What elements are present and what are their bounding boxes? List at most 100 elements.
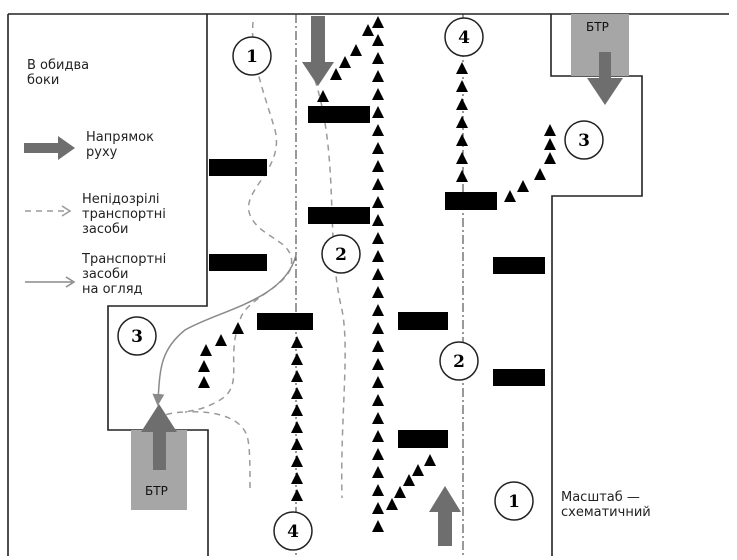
cone-triangle bbox=[456, 134, 468, 146]
barrier bbox=[209, 254, 267, 271]
direction-arrow-down bbox=[302, 16, 334, 86]
cone-triangle bbox=[456, 98, 468, 110]
legend-direction-label: Напрямок руху bbox=[86, 130, 154, 160]
marker-1-bottom: 1 bbox=[508, 492, 520, 512]
cone-triangle bbox=[291, 421, 303, 433]
cone-triangle bbox=[291, 353, 303, 365]
cone-triangle bbox=[200, 344, 212, 356]
legend-inspection-label: Транспортні засоби на огляд bbox=[82, 252, 167, 297]
cone-triangle bbox=[544, 138, 556, 150]
barrier bbox=[398, 312, 448, 330]
marker-3-left: 3 bbox=[131, 327, 143, 347]
cone-triangle bbox=[350, 44, 362, 56]
barrier bbox=[445, 192, 497, 210]
cone-triangle bbox=[372, 16, 384, 28]
cone-triangle bbox=[504, 190, 516, 202]
inspection-route bbox=[152, 254, 297, 406]
legend-dashed-head bbox=[61, 205, 72, 217]
legend-both-sides: В обидва боки bbox=[27, 58, 90, 88]
cone-triangle bbox=[372, 448, 384, 460]
cone-triangle bbox=[198, 360, 210, 372]
barrier bbox=[308, 106, 370, 123]
cone-triangle bbox=[372, 106, 384, 118]
marker-3-right: 3 bbox=[578, 131, 590, 151]
cone-triangle bbox=[456, 116, 468, 128]
cone-triangle bbox=[517, 180, 529, 192]
cone-triangle bbox=[456, 80, 468, 92]
cone-triangle bbox=[544, 152, 556, 164]
dashed-route-center bbox=[314, 79, 346, 499]
cone-triangle bbox=[372, 250, 384, 262]
marker-2-right: 2 bbox=[453, 352, 465, 372]
marker-4-top: 4 bbox=[458, 28, 470, 48]
cone-triangle bbox=[362, 24, 374, 36]
cone-triangle bbox=[372, 88, 384, 100]
cone-triangle bbox=[456, 62, 468, 74]
barrier bbox=[398, 430, 448, 448]
dashed-route-left bbox=[164, 21, 293, 416]
legend-solid-head bbox=[65, 276, 76, 288]
btr-label-top: БТР bbox=[586, 20, 609, 34]
cone-triangle bbox=[372, 160, 384, 172]
cone-triangle bbox=[215, 334, 227, 346]
cone-triangle bbox=[232, 322, 244, 334]
cone-triangle bbox=[372, 286, 384, 298]
unsuspicious-routes bbox=[164, 21, 346, 499]
scale-note: Масштаб — схематичний bbox=[561, 490, 651, 520]
cone-triangle bbox=[372, 124, 384, 136]
cone-triangle bbox=[291, 404, 303, 416]
cone-triangle bbox=[291, 472, 303, 484]
cone-triangle bbox=[291, 489, 303, 501]
cone-triangle bbox=[372, 394, 384, 406]
barrier bbox=[493, 257, 545, 274]
barrier bbox=[308, 207, 370, 224]
cone-triangle bbox=[372, 34, 384, 46]
cone-triangle bbox=[372, 232, 384, 244]
cone-triangle bbox=[372, 340, 384, 352]
barrier bbox=[209, 159, 267, 176]
cone-triangle bbox=[372, 466, 384, 478]
markers: 1 1 2 2 3 3 4 4 bbox=[117, 17, 604, 551]
cone-triangle bbox=[372, 376, 384, 388]
marker-1-top: 1 bbox=[246, 47, 258, 67]
cone-triangle bbox=[372, 412, 384, 424]
barrier bbox=[493, 369, 545, 386]
dashed-route-right-bottom bbox=[184, 411, 251, 489]
cone-triangle bbox=[412, 464, 424, 476]
cone-triangle bbox=[372, 322, 384, 334]
cone-triangle bbox=[372, 502, 384, 514]
cone-triangle bbox=[372, 430, 384, 442]
legend-unsuspicious-label: Непідозрілі транспортні засоби bbox=[82, 192, 166, 237]
btr-label-bottom: БТР bbox=[145, 484, 168, 498]
cone-triangle bbox=[198, 376, 210, 388]
marker-2-left: 2 bbox=[335, 245, 347, 265]
cone-triangle bbox=[372, 268, 384, 280]
cone-triangle bbox=[291, 438, 303, 450]
cone-triangle bbox=[456, 152, 468, 164]
cone-triangle bbox=[317, 90, 329, 102]
cone-triangle bbox=[456, 170, 468, 182]
cone-triangle bbox=[291, 455, 303, 467]
cone-triangle bbox=[372, 484, 384, 496]
cone-triangle bbox=[534, 168, 546, 180]
legend-direction-arrow bbox=[24, 136, 75, 160]
traffic-cones bbox=[198, 16, 556, 532]
right-road-edge bbox=[550, 14, 643, 556]
cone-triangle bbox=[424, 454, 436, 466]
cone-triangle bbox=[386, 498, 398, 510]
cone-triangle bbox=[372, 178, 384, 190]
cone-triangle bbox=[372, 142, 384, 154]
cone-triangle bbox=[403, 474, 415, 486]
cone-triangle bbox=[372, 520, 384, 532]
cone-triangle bbox=[394, 486, 406, 498]
direction-arrow-down-btr bbox=[587, 52, 623, 105]
cone-triangle bbox=[372, 358, 384, 370]
cone-triangle bbox=[291, 336, 303, 348]
direction-arrow-up bbox=[429, 486, 461, 546]
cone-triangle bbox=[330, 68, 342, 80]
cone-triangle bbox=[544, 124, 556, 136]
cone-triangle bbox=[372, 214, 384, 226]
cone-triangle bbox=[372, 52, 384, 64]
